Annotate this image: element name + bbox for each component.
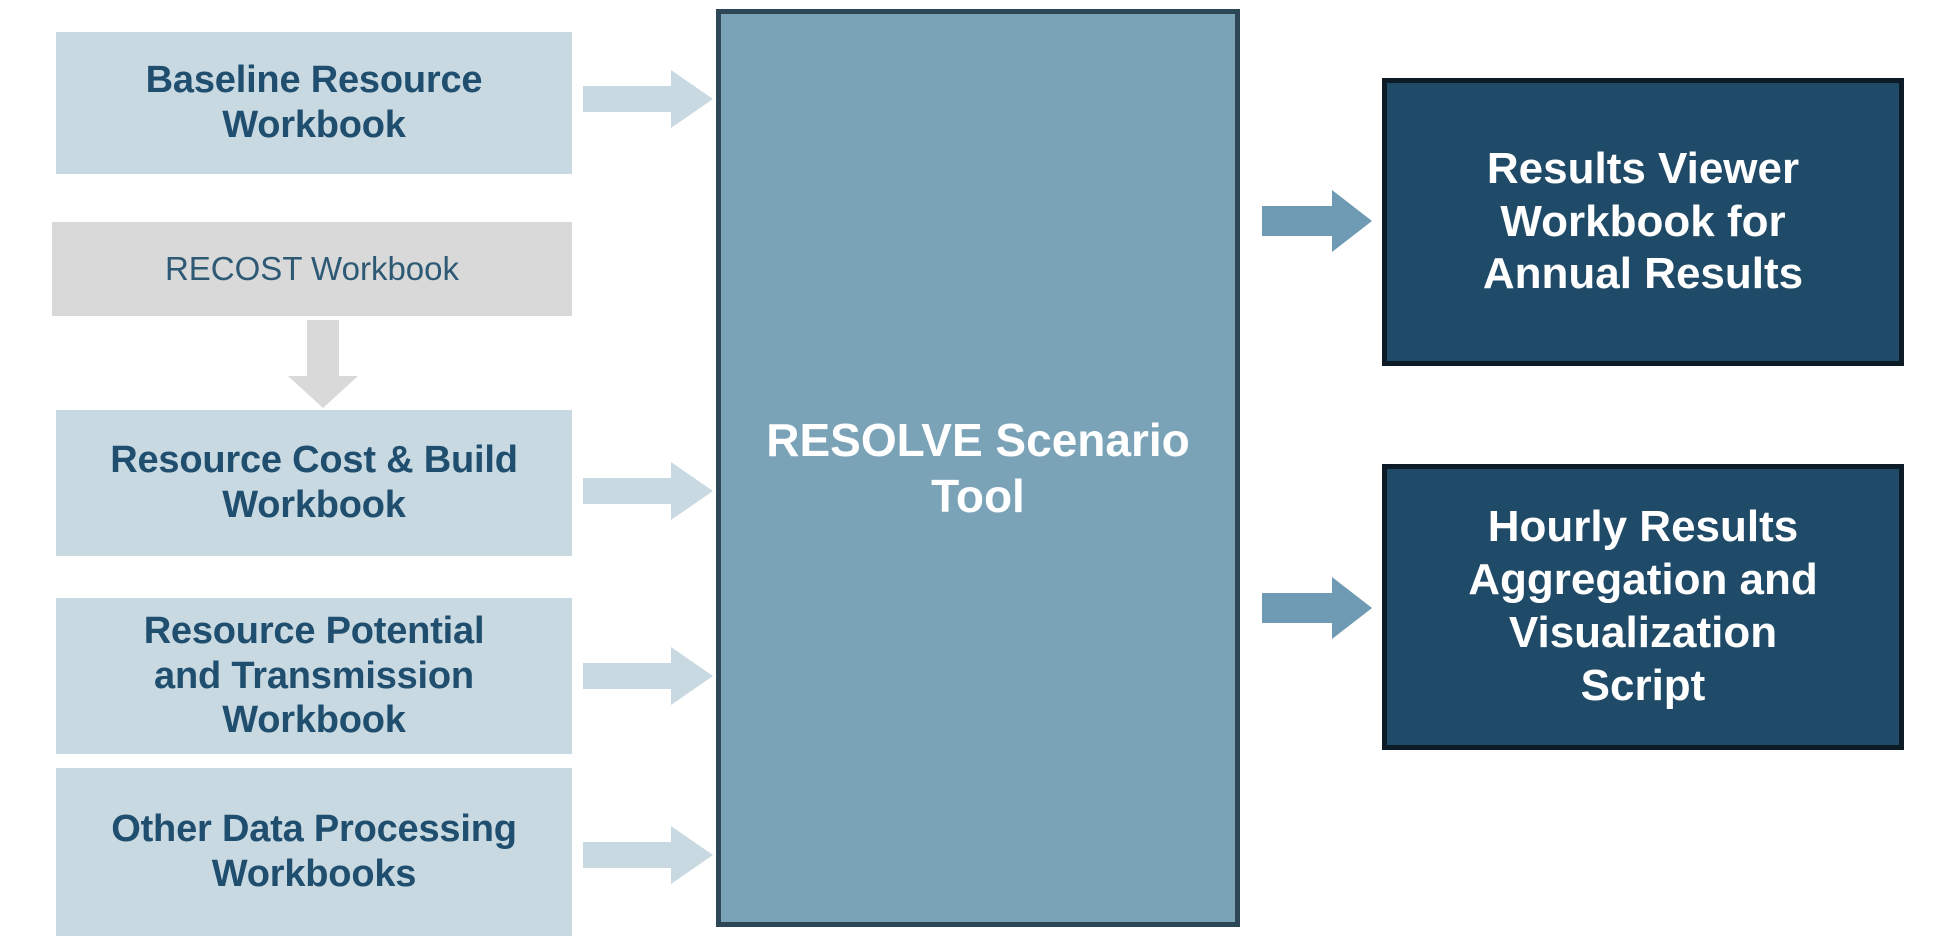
node-label: RESOLVE Scenario Tool bbox=[766, 413, 1190, 522]
arrow-tool-to-hourly-results bbox=[1262, 577, 1372, 639]
node-other-data-processing-workbooks[interactable]: Other Data Processing Workbooks bbox=[56, 768, 572, 936]
node-label: Other Data Processing Workbooks bbox=[111, 808, 517, 895]
arrow-other-data-to-tool bbox=[583, 826, 713, 884]
node-label: Baseline Resource Workbook bbox=[145, 59, 483, 146]
node-label: Resource Potential and Transmission Work… bbox=[143, 609, 485, 742]
node-resource-potential-and-transmission-workbook[interactable]: Resource Potential and Transmission Work… bbox=[56, 598, 572, 754]
node-label: Resource Cost & Build Workbook bbox=[110, 439, 518, 526]
arrow-baseline-to-tool bbox=[583, 70, 713, 128]
arrow-resource-cost-to-tool bbox=[583, 462, 713, 520]
arrow-tool-to-results-viewer bbox=[1262, 190, 1372, 252]
node-resource-cost-and-build-workbook[interactable]: Resource Cost & Build Workbook bbox=[56, 410, 572, 556]
node-resolve-scenario-tool[interactable]: RESOLVE Scenario Tool bbox=[716, 9, 1240, 927]
node-label: Hourly Results Aggregation and Visualiza… bbox=[1468, 502, 1818, 710]
node-baseline-resource-workbook[interactable]: Baseline Resource Workbook bbox=[56, 32, 572, 174]
node-hourly-results-aggregation-and-visualization-script[interactable]: Hourly Results Aggregation and Visualiza… bbox=[1382, 464, 1904, 750]
arrow-resource-potential-to-tool bbox=[583, 647, 713, 705]
node-results-viewer-workbook-for-annual-results[interactable]: Results Viewer Workbook for Annual Resul… bbox=[1382, 78, 1904, 366]
node-recost-workbook[interactable]: RECOST Workbook bbox=[52, 222, 572, 316]
node-label: RECOST Workbook bbox=[164, 250, 460, 288]
arrow-recost-to-resource-cost bbox=[288, 320, 358, 408]
node-label: Results Viewer Workbook for Annual Resul… bbox=[1482, 143, 1804, 299]
